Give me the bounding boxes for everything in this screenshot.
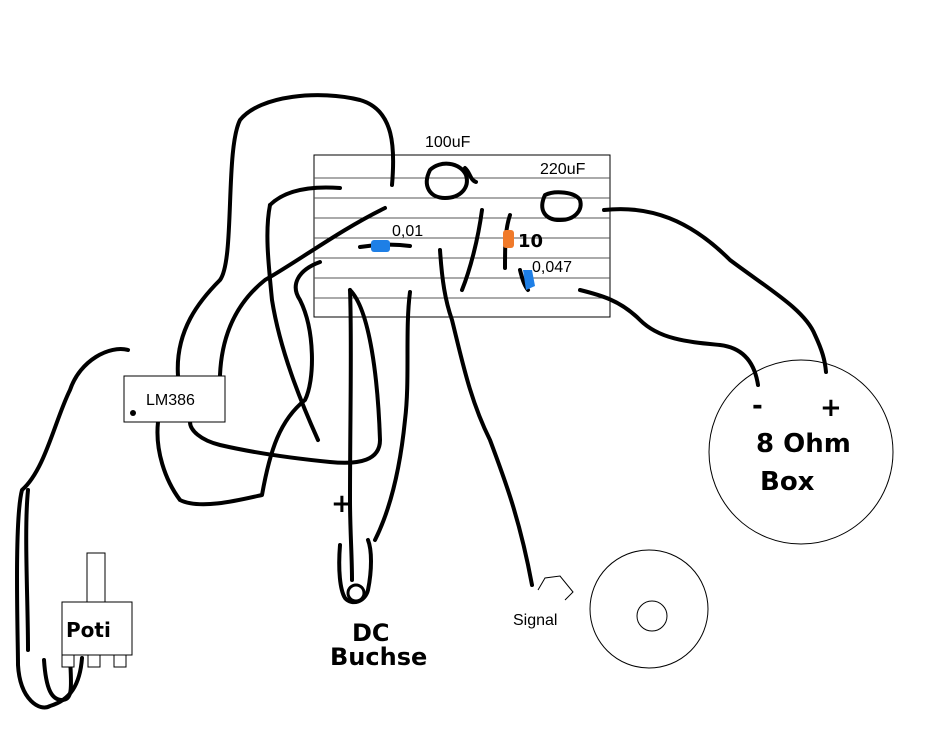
label-signal: Signal bbox=[513, 612, 557, 629]
dc-jack: + DC Buchse bbox=[330, 489, 427, 671]
label-10: 10 bbox=[518, 231, 543, 252]
wires bbox=[15, 93, 828, 710]
capacitor-220uf: 220uF bbox=[540, 161, 586, 222]
stripboard-outline bbox=[313, 154, 611, 318]
label-lm386: LM386 bbox=[146, 392, 195, 409]
capacitor-100uf: 100uF bbox=[424, 134, 471, 200]
label-dc-line1: DC bbox=[352, 619, 390, 647]
poti: Poti bbox=[61, 552, 133, 668]
signal-source: Signal bbox=[513, 549, 709, 669]
label-speaker-plus: + bbox=[820, 393, 842, 423]
lm386-chip: LM386 bbox=[123, 375, 226, 423]
label-0-047: 0,047 bbox=[532, 259, 572, 276]
resistor-10: 10 bbox=[503, 230, 543, 252]
label-speaker-line1: 8 Ohm bbox=[756, 429, 851, 459]
label-speaker-minus: - bbox=[752, 391, 763, 421]
capacitor-0-01: 0,01 bbox=[371, 223, 423, 252]
stripboard-strips bbox=[314, 177, 610, 299]
label-0-01: 0,01 bbox=[392, 223, 423, 240]
label-speaker-line2: Box bbox=[760, 467, 815, 497]
speaker: - + 8 Ohm Box bbox=[708, 359, 894, 545]
capacitor-0-047: 0,047 bbox=[523, 259, 572, 290]
label-dc-line2: Buchse bbox=[330, 643, 427, 671]
label-100uf: 100uF bbox=[425, 134, 471, 151]
label-poti: Poti bbox=[66, 618, 111, 642]
stripboard bbox=[313, 154, 611, 318]
label-220uf: 220uF bbox=[540, 161, 586, 178]
label-dc-plus: + bbox=[331, 489, 353, 519]
